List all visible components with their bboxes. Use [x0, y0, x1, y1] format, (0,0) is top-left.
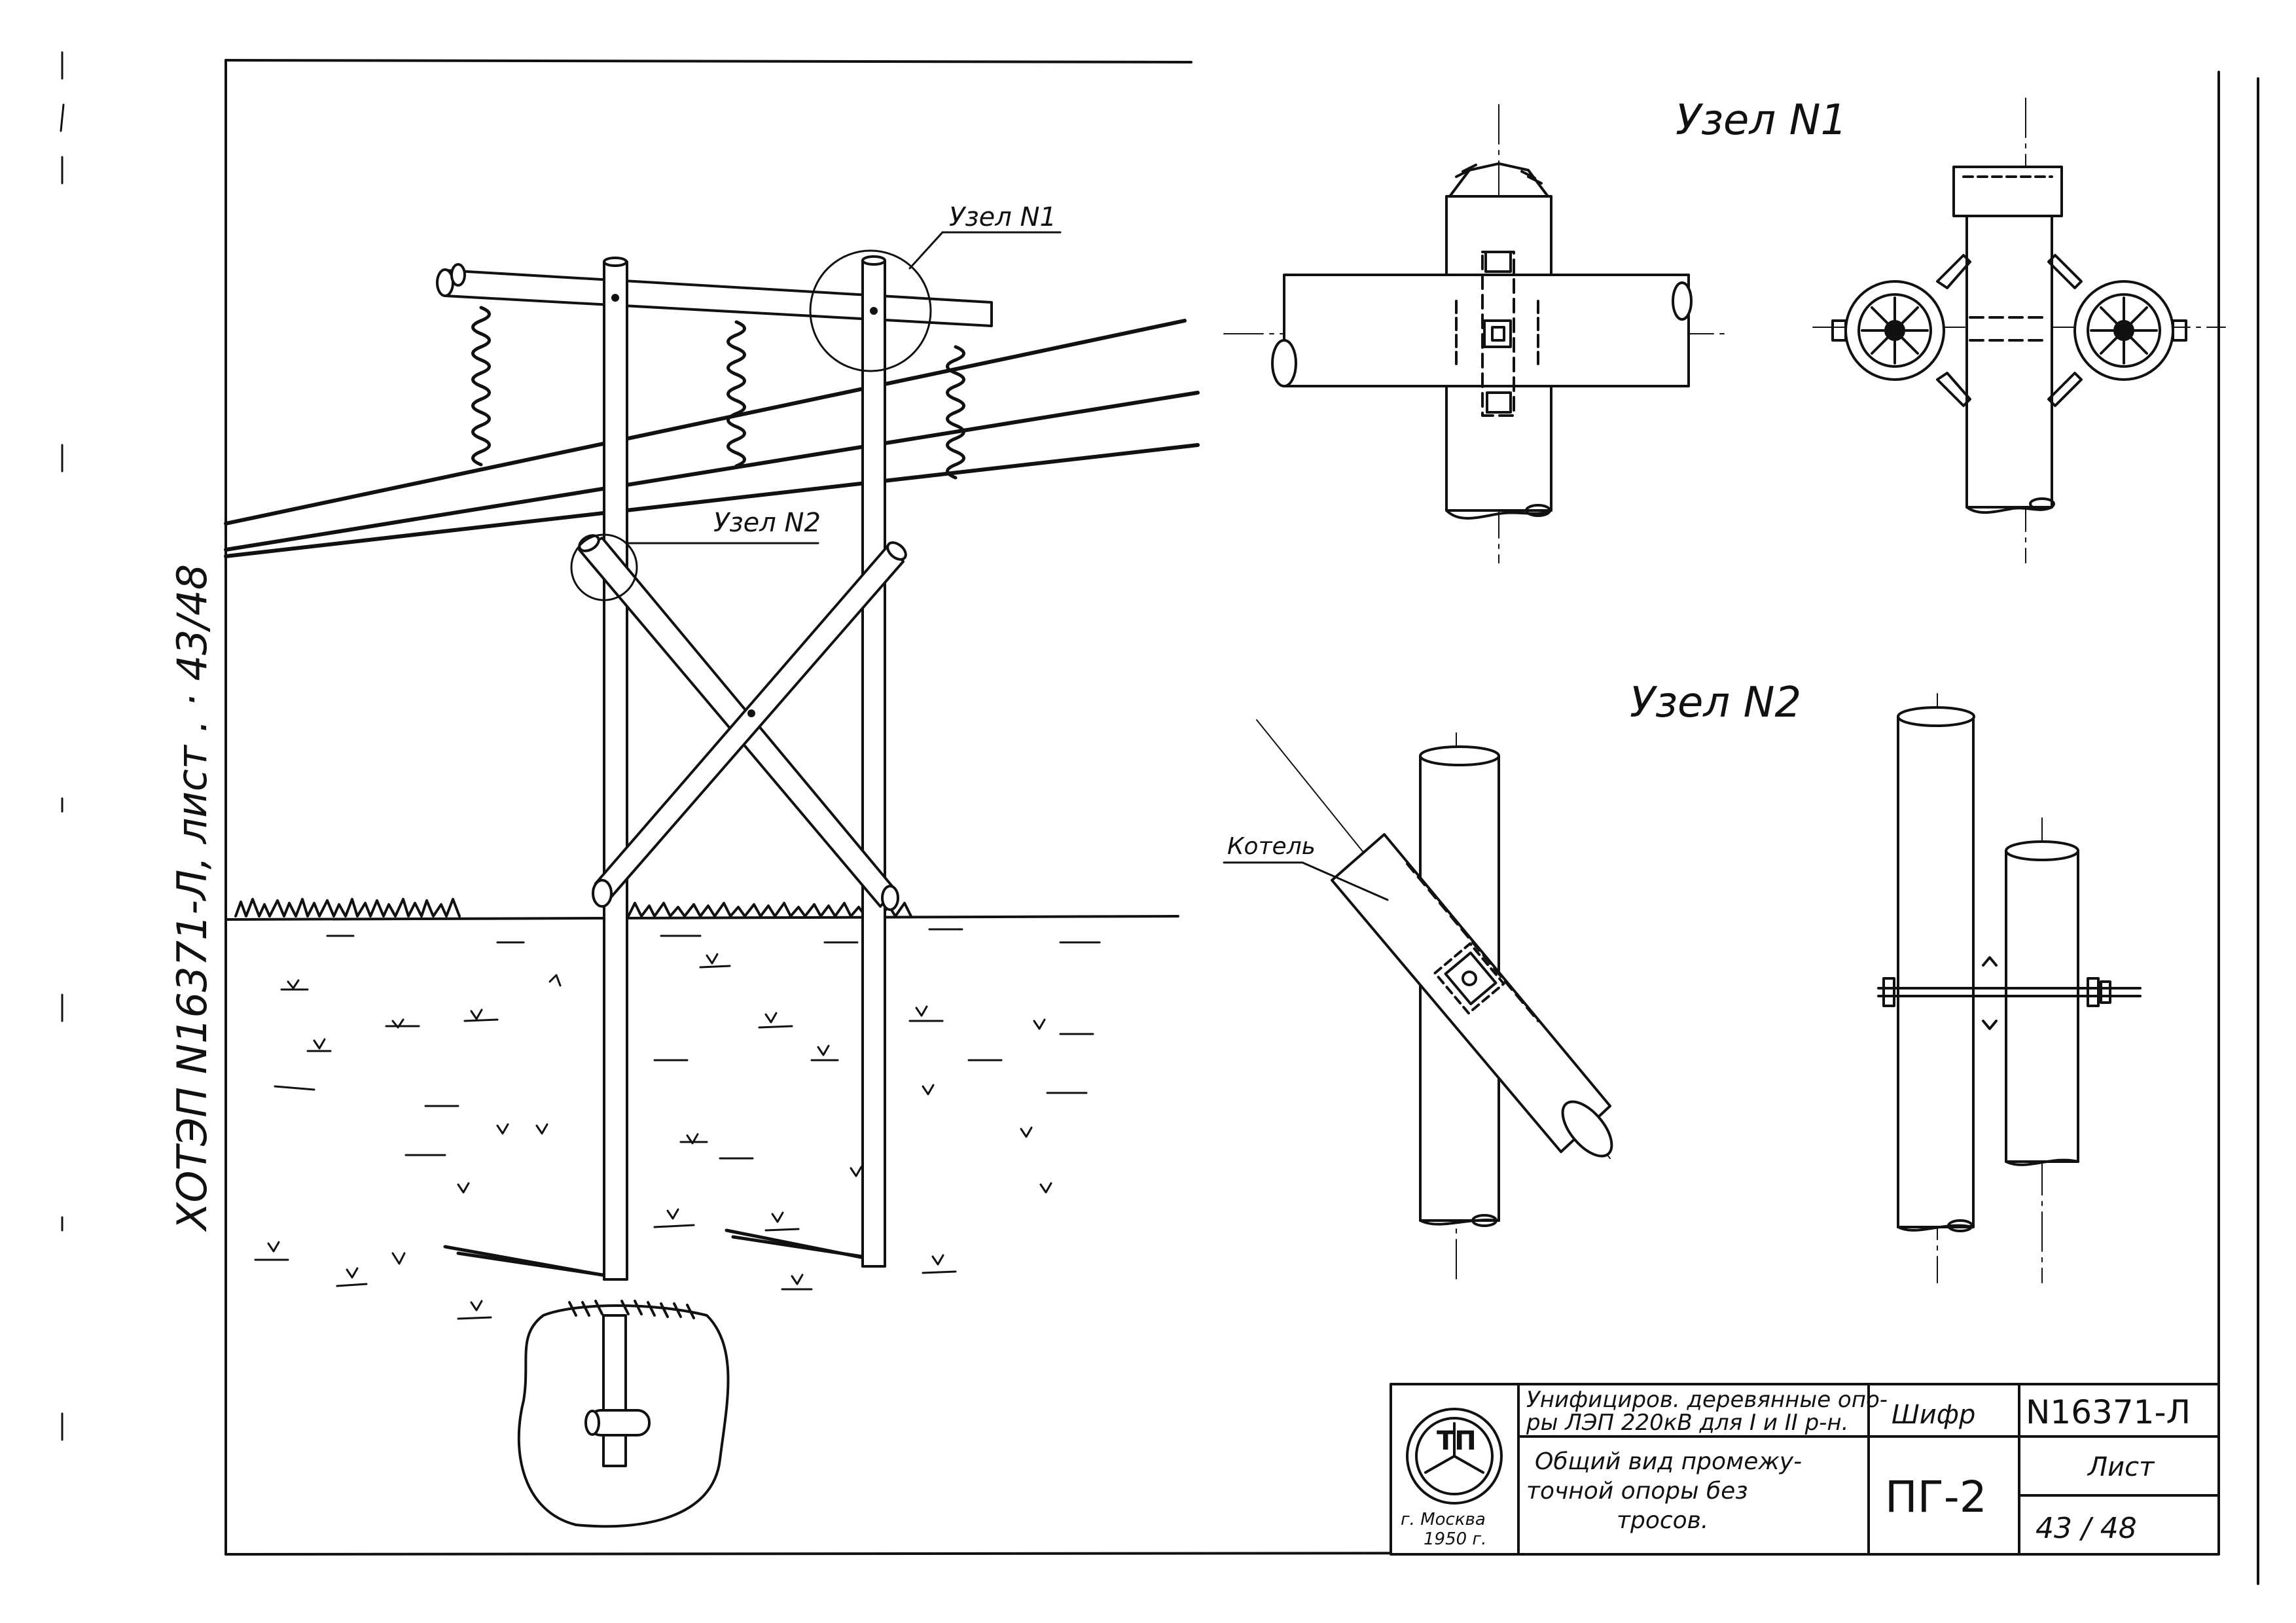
document-number: N16371-Л: [2026, 1393, 2191, 1431]
description-line3: тросов.: [1617, 1507, 1708, 1534]
node2-marker-circle: [570, 533, 638, 601]
node2-side-view: [1877, 693, 2142, 1283]
side-label: ХОТЭП N16371-Л, лист . · 43/48: [168, 564, 216, 1232]
ground-horizon: [224, 898, 1179, 921]
org-logo-mark: ТП: [1437, 1426, 1477, 1456]
callout-node1-label: Узел N1: [949, 202, 1056, 232]
description-line2: точной опоры без: [1526, 1478, 1748, 1505]
conductor-wires: [224, 319, 1200, 558]
node1-front-view: [1223, 104, 1729, 563]
node1-marker-circle: [809, 249, 932, 372]
left-pole: [603, 257, 628, 1281]
crossarm-beam: [436, 263, 993, 327]
org-year: 1950 г.: [1424, 1529, 1486, 1549]
description-line1: Общий вид промежу-: [1535, 1448, 1802, 1475]
kotel-callout: [1223, 861, 1389, 901]
node2-heading: Узел N2: [1630, 679, 1801, 727]
pole-shadows: [443, 1228, 876, 1278]
node1-heading: Узел N1: [1676, 96, 1847, 145]
sheet-number: 43 / 48: [2036, 1512, 2137, 1545]
node1-side-view: [1812, 98, 2226, 563]
right-pole: [861, 255, 886, 1268]
title-line1: Унифициров. деревянные опо-: [1526, 1387, 1888, 1413]
title-block: ТП г. Москва 1950 г. Унифициров. деревян…: [1390, 1383, 2220, 1556]
insulator-strings: [471, 306, 965, 480]
drawing-code: ПГ-2: [1885, 1472, 1987, 1522]
binding-marks: [60, 51, 65, 1441]
cross-bracing: [578, 534, 907, 911]
support-general-view: Узел N1 Узел N2: [224, 202, 1200, 1528]
ground-grass-marks: [254, 928, 1101, 1320]
sheet-label: Лист: [2087, 1452, 2155, 1482]
foundation-detail: [517, 1300, 730, 1528]
node2-front-view: [1256, 719, 1613, 1283]
title-line2: ры ЛЭП 220кВ для I и II р-н.: [1526, 1410, 1848, 1436]
org-logo: [1406, 1408, 1503, 1505]
org-city: г. Москва: [1401, 1510, 1486, 1529]
callout-node2-label: Узел N2: [713, 508, 821, 538]
code-label: Шифр: [1892, 1400, 1975, 1430]
callout-leaders: [627, 231, 1062, 544]
kotel-label: Котель: [1227, 833, 1316, 860]
